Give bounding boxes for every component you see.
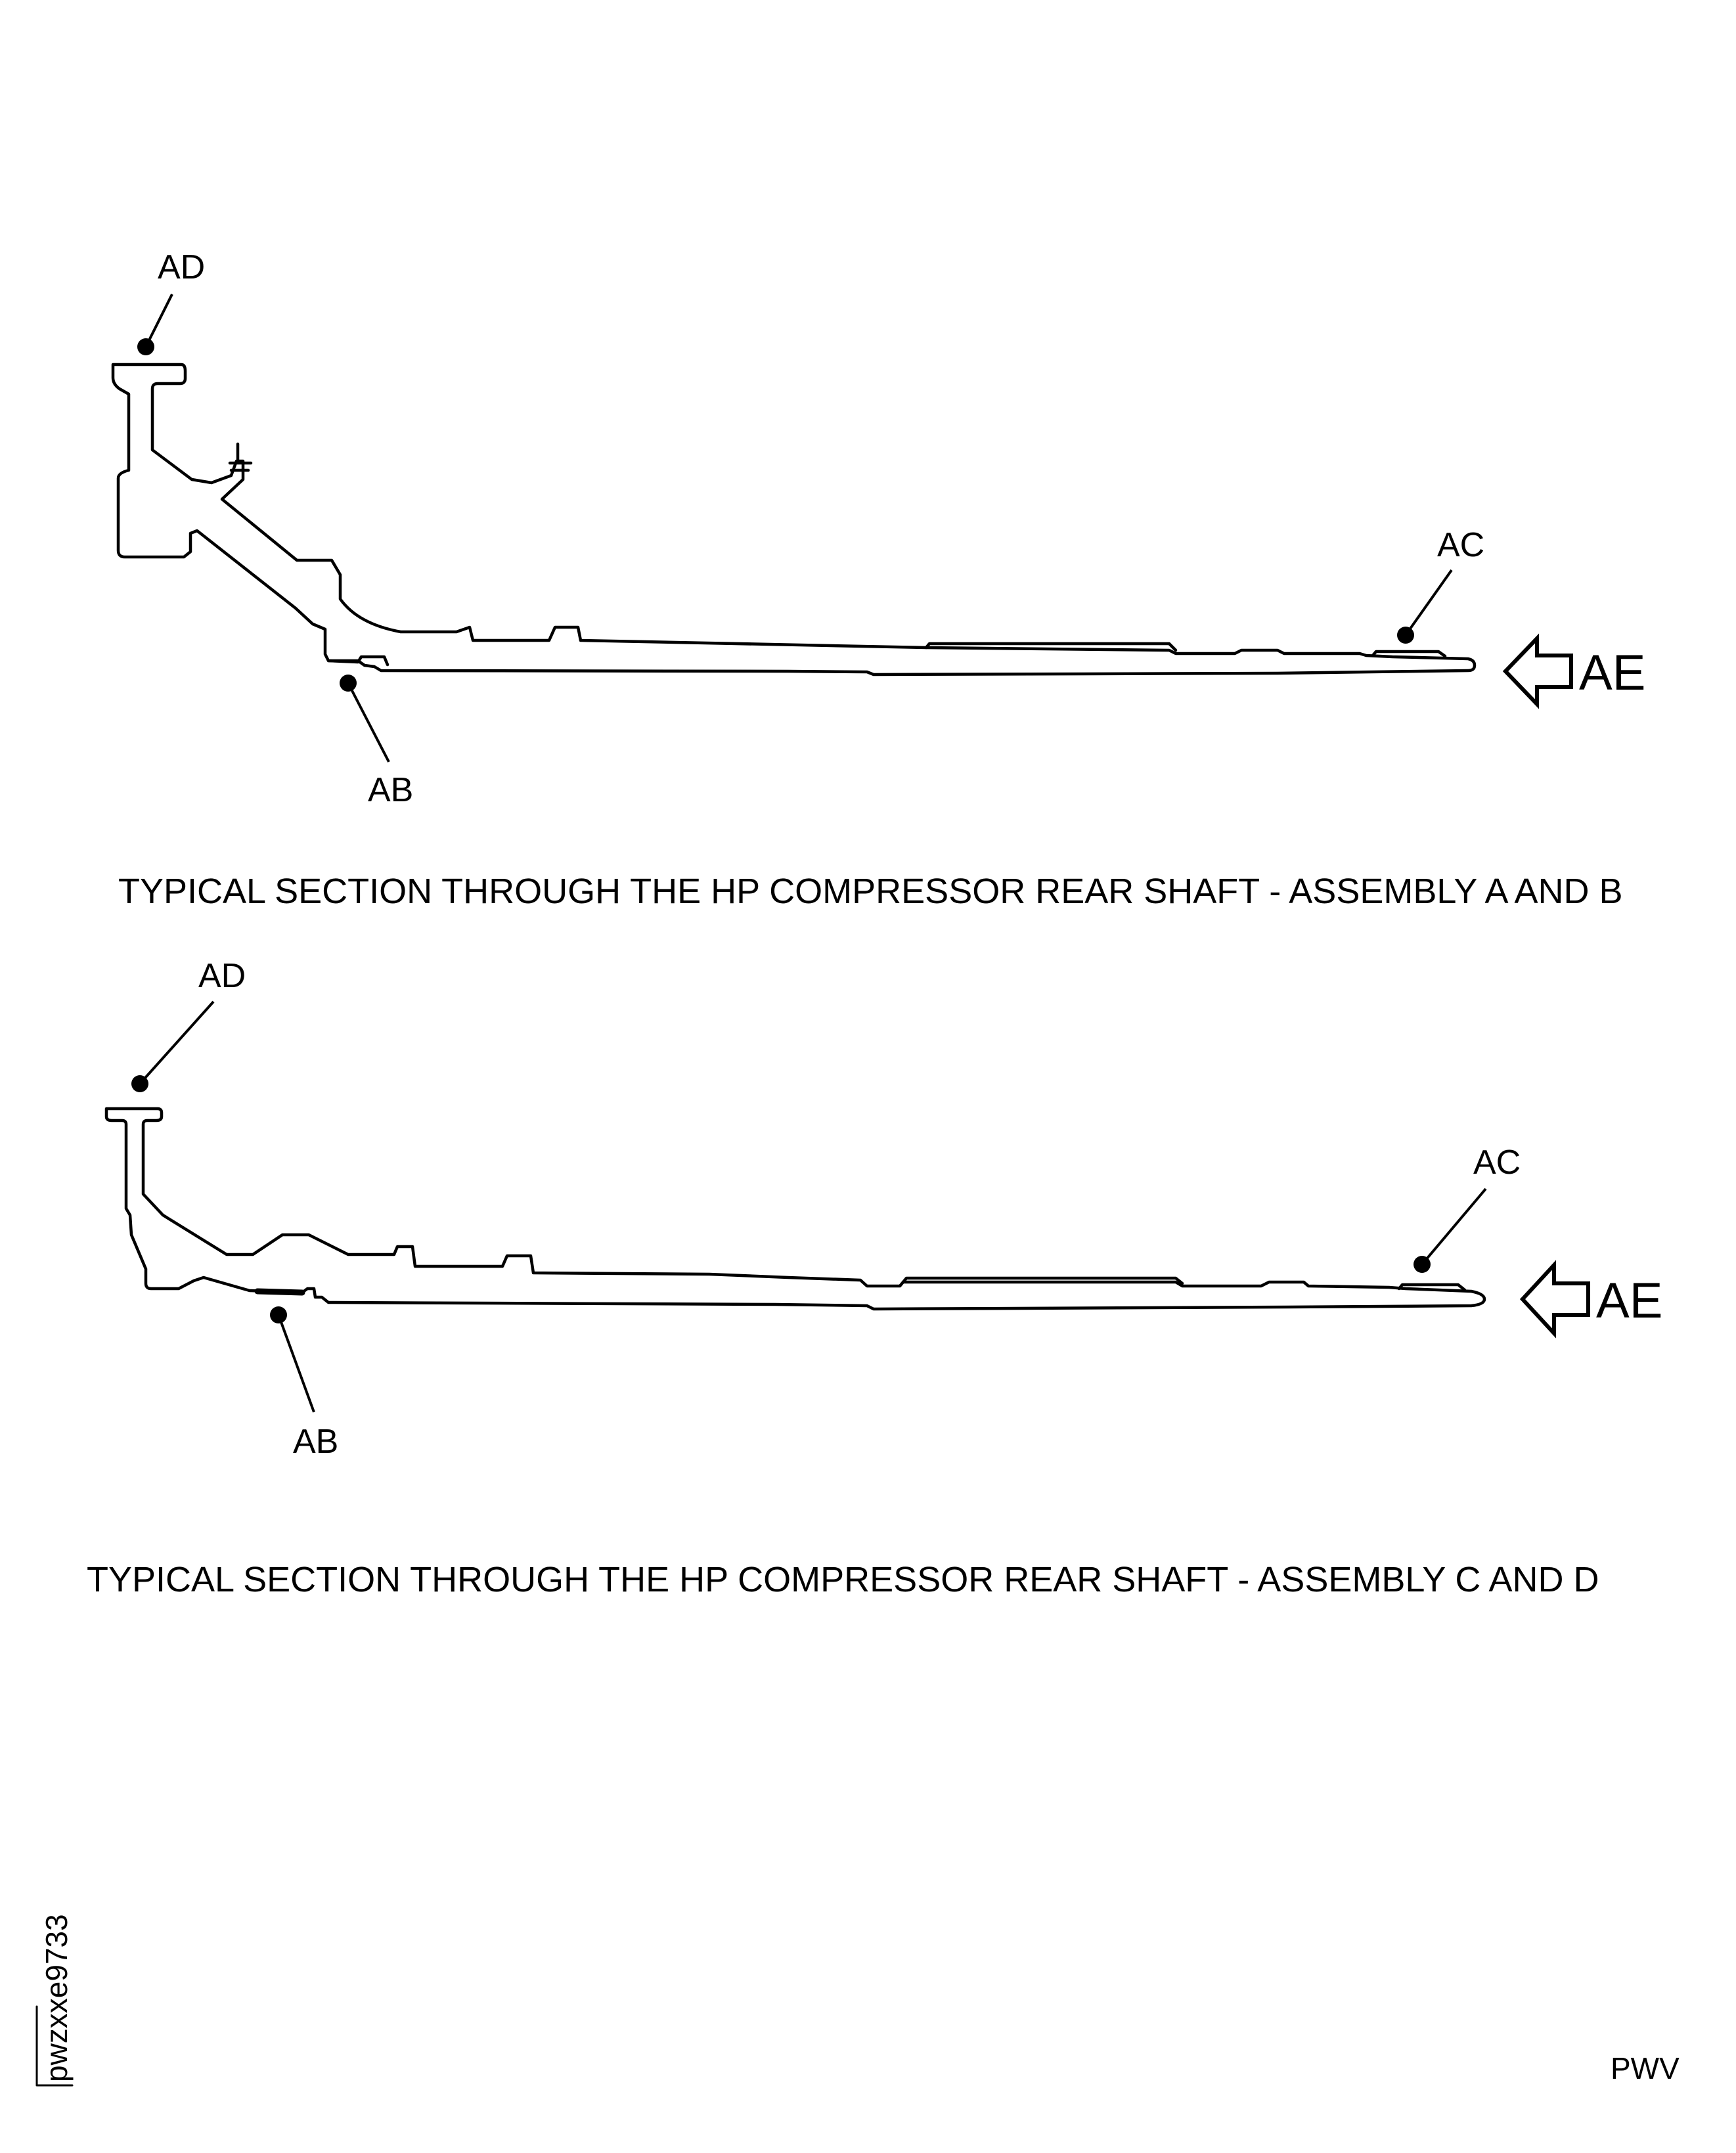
label-ac: AC	[1473, 1143, 1521, 1182]
shaft-land-a-b	[924, 642, 1178, 652]
flange-detail-a-b	[228, 442, 253, 472]
rear-shaft-outline-a-b	[111, 363, 1477, 677]
label-ad: AD	[158, 248, 205, 286]
label-ae: AE	[1596, 1273, 1662, 1329]
callout-ad-a-b: AD	[137, 248, 205, 355]
callout-ab-a-b: AB	[340, 675, 413, 809]
section-caption: TYPICAL SECTION THROUGH THE HP COMPRESSO…	[118, 872, 1623, 911]
figure-id-block: pwzxxe9733	[35, 1914, 74, 2087]
inner-step-c-d	[254, 1288, 305, 1296]
label-ab: AB	[293, 1423, 338, 1461]
figure-id: pwzxxe9733	[39, 1914, 74, 2082]
publisher-code: PWV	[1611, 2051, 1680, 2085]
shaft-land-small-a-b	[1371, 650, 1447, 658]
figure-id-bracket	[35, 2005, 74, 2087]
shaft-land-small-c-d	[1397, 1283, 1467, 1292]
section-caption: TYPICAL SECTION THROUGH THE HP COMPRESSO…	[87, 1560, 1599, 1599]
rear-shaft-outline-c-d	[104, 1107, 1486, 1311]
shaft-land-c-d	[901, 1276, 1184, 1285]
label-ae: AE	[1579, 645, 1645, 701]
label-ab: AB	[368, 771, 413, 809]
callout-ac-c-d: AC	[1413, 1143, 1521, 1273]
label-ac: AC	[1437, 526, 1484, 564]
callout-ac-a-b: AC	[1397, 526, 1484, 644]
section-assembly-a-b: AD AC AB AE TYPICAL SECTION THROUGH THE …	[111, 248, 1645, 911]
callout-ab-c-d: AB	[270, 1306, 338, 1461]
label-ad: AD	[198, 957, 246, 995]
inner-step-a-b	[326, 655, 389, 667]
view-arrow-shape	[1519, 1260, 1590, 1339]
view-arrow-ae-c-d: AE	[1519, 1260, 1662, 1339]
callout-ad-c-d: AD	[131, 957, 246, 1092]
section-assembly-c-d: AD AC AB AE TYPICAL SECTION THROUGH THE …	[87, 957, 1662, 1599]
view-arrow-ae-a-b: AE	[1502, 633, 1645, 709]
view-arrow-shape	[1502, 633, 1573, 709]
